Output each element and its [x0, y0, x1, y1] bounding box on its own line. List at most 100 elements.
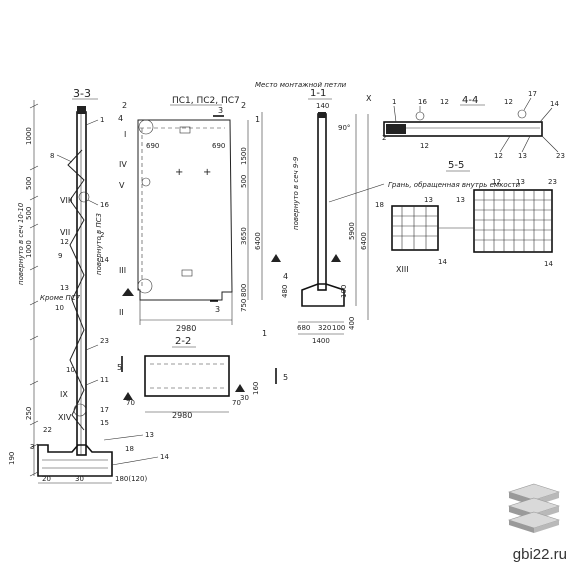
- stacked-slabs-icon: [508, 483, 560, 533]
- dim-250: 250: [25, 407, 33, 420]
- section-2-2-view: 2-2 2980 70 70 30 160 5 5: [117, 336, 288, 420]
- callout-16b-55: 14: [544, 260, 553, 268]
- site-logo: [503, 478, 565, 534]
- marker-ix-circle: [73, 403, 87, 417]
- wall-top-cap: [77, 106, 86, 114]
- left-dim-ticks: [29, 103, 39, 477]
- marker-xiii: XIII: [396, 265, 409, 274]
- detail-circle-i: [138, 119, 154, 135]
- level-mark-1-1-right: [331, 254, 341, 262]
- panel-types-label: ПС1, ПС2, ПС7: [172, 96, 240, 106]
- marker-ix: IX: [60, 390, 68, 399]
- section-5-5-mesh-frame: [473, 189, 553, 253]
- cut-mark-4-left: 4: [118, 114, 123, 123]
- section-5-5-mesh: [474, 190, 552, 252]
- section-1-1-view: 1-1 Место монтажной петли 140 90° поверн…: [255, 81, 369, 345]
- callout-13-44: 13: [518, 152, 527, 160]
- detail-circle-v: [141, 177, 151, 187]
- dim-5900: 5900: [348, 222, 356, 240]
- dim-2980-panel: 2980: [176, 324, 196, 333]
- callout-1-left: 1: [100, 116, 104, 124]
- dim-800: 800: [240, 284, 248, 297]
- panel-right-dims: 1500 500 3650 6400 800 750: [240, 147, 262, 312]
- note-pov-10: повернуто в сеч 10-10: [17, 202, 25, 285]
- callout-13-55: 13: [516, 178, 525, 186]
- dim-480: 480: [281, 285, 289, 298]
- dim-6400-section: 6400: [360, 232, 368, 250]
- dim-1000-top: 1000: [25, 127, 33, 145]
- callout-10b: 10: [66, 366, 75, 374]
- callout-12b-44: 12: [504, 98, 513, 106]
- marker-v: V: [119, 181, 125, 190]
- callout-2-44: 2: [382, 134, 386, 142]
- marker-viii: VIII: [60, 196, 73, 205]
- callout-12-44: 12: [440, 98, 449, 106]
- face-note-leader: [328, 183, 385, 203]
- centre-mark-left: +: [175, 167, 183, 178]
- callout-16-55: 14: [438, 258, 447, 266]
- cut-mark-1-bottom: 1: [262, 329, 267, 338]
- centre-mark-right: +: [203, 167, 211, 178]
- dim-160: 160: [252, 382, 260, 395]
- note-pov-pc3: повернуто в ПС3: [95, 213, 103, 275]
- section-1-1-label: 1-1: [310, 88, 326, 99]
- callout-12d-44: 12: [494, 152, 503, 160]
- dim-100-base: 100: [332, 324, 345, 332]
- note-krome-pc7: Кроме ПС7: [40, 294, 81, 302]
- callout-12c-44: 12: [420, 142, 429, 150]
- cut-mark-4-right: 4: [283, 272, 288, 281]
- marker-ii: II: [119, 308, 124, 317]
- dim-20-left: 20: [42, 475, 51, 483]
- section-4-4-leaders: [393, 97, 559, 153]
- dim-690-left: 690: [146, 142, 159, 150]
- dim-180: 180(120): [115, 475, 147, 483]
- callout-8: 8: [50, 152, 54, 160]
- marker-x: X: [366, 94, 372, 103]
- callout-14-44: 14: [550, 100, 559, 108]
- callout-15b-55: 13: [456, 196, 465, 204]
- dim-500-panel: 500: [240, 175, 248, 188]
- wall-outline: [76, 111, 87, 456]
- truss-zigzag: [67, 149, 85, 431]
- dim-70-left: 70: [126, 399, 135, 407]
- callout-11: 11: [100, 376, 109, 384]
- callout-12-left: 12: [60, 238, 69, 246]
- marker-iv: IV: [119, 160, 127, 169]
- section-3-3-markers: VIII VII IX XIV: [58, 191, 90, 422]
- section-4-4-loop-right: [517, 109, 527, 119]
- dim-6400-panel: 6400: [254, 232, 262, 250]
- panel-elevation-view: ПС1, ПС2, ПС7 + + I IV V III II 3 3 2 4 …: [118, 96, 288, 338]
- dim-400: 400: [348, 317, 356, 330]
- dim-1000-mid: 1000: [25, 240, 33, 258]
- dim-2980-section: 2980: [172, 411, 192, 420]
- cut-mark-3-top-label: 3: [218, 106, 223, 115]
- loop-mark-bottom: [181, 269, 193, 277]
- marker-iii: III: [119, 266, 126, 275]
- callout-18-left: 16: [100, 201, 109, 209]
- detail-circle-ii: [137, 278, 153, 294]
- dim-750: 750: [240, 299, 248, 312]
- callout-13-left: 13: [60, 284, 69, 292]
- cut-mark-2-right: 2: [241, 101, 246, 110]
- callout-17: 15: [100, 419, 109, 427]
- note-face-inside: Грань, обращенная внутрь емкости: [388, 181, 521, 189]
- dim-70-right: 70: [232, 399, 241, 407]
- callout-19-44: 17: [528, 90, 537, 98]
- note-mounting-loop: Место монтажной петли: [255, 81, 347, 89]
- callout-18-44: 16: [418, 98, 427, 106]
- dim-190: 190: [8, 452, 16, 465]
- dim-1500: 1500: [240, 147, 248, 165]
- section-4-4-loop-left: [415, 111, 425, 121]
- watermark-text: gbi22.ru: [512, 546, 567, 563]
- section-5-5-end-mesh: [392, 206, 438, 250]
- dim-500-a: 500: [25, 177, 33, 190]
- callout-20-55: 18: [375, 201, 384, 209]
- dim-30: 30: [75, 475, 84, 483]
- callout-21-55: 23: [548, 178, 557, 186]
- foundation-footing: [37, 444, 113, 477]
- left-dim-values: 1000 500 500 1000 250 190: [8, 127, 33, 465]
- callout-21-44: 23: [556, 152, 565, 160]
- section-1-1-footing: [301, 283, 345, 307]
